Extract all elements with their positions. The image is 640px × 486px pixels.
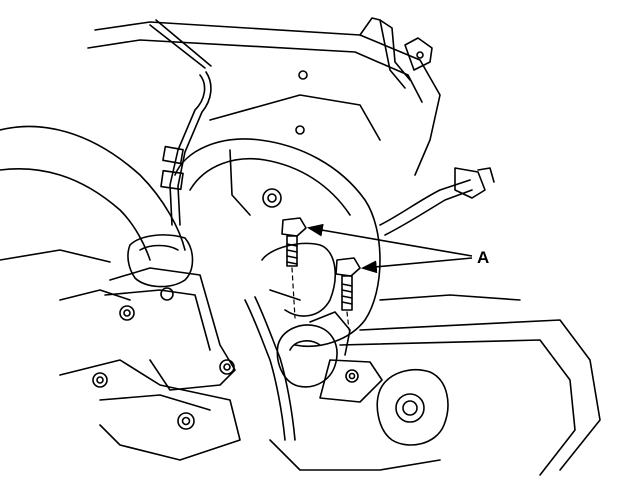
- upper-bolt: [281, 217, 307, 267]
- brake-line: [149, 19, 212, 226]
- stabilizer-bushing: [276, 311, 383, 403]
- subframe-body: [174, 138, 381, 348]
- callout-a: A: [306, 223, 489, 274]
- ball-joint: [376, 368, 449, 446]
- hose-line: [379, 167, 495, 236]
- tie-rod-boot: [0, 125, 194, 301]
- leader-line-upper-bolt: [306, 223, 473, 257]
- mounting-bracket: [104, 267, 236, 391]
- lower-control-arm: [59, 359, 241, 461]
- leader-line-lower-bolt: [360, 257, 473, 274]
- subframe-panel: [87, 17, 441, 176]
- stabilizer-bar: [244, 296, 296, 441]
- install-guide-lines: [291, 267, 350, 331]
- lower-bolt: [335, 257, 361, 311]
- lower-frame: [269, 294, 601, 476]
- callout-label-a: A: [477, 248, 489, 267]
